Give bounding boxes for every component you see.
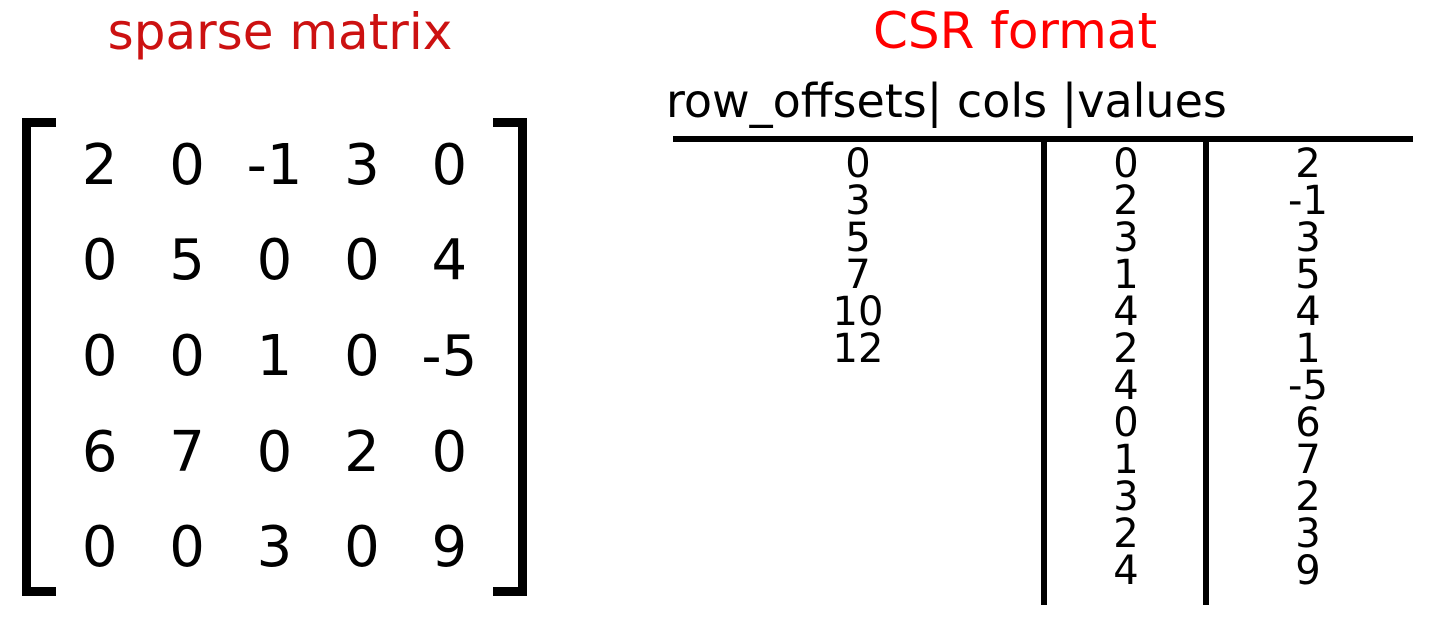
row-offsets-item: 3 <box>845 178 871 224</box>
header-cols-spacer <box>942 74 957 128</box>
header-values: values <box>1077 74 1227 128</box>
values-item: 2 <box>1295 141 1321 187</box>
values-item: 6 <box>1295 400 1321 446</box>
matrix-cell-r1c3: 0 <box>344 228 380 294</box>
cols-item: 2 <box>1113 178 1139 224</box>
values-item: 7 <box>1295 437 1321 483</box>
matrix-cell-r0c3: 3 <box>344 132 380 198</box>
values-item: 1 <box>1295 326 1321 372</box>
matrix-cell-r2c4: -5 <box>421 323 478 389</box>
values-item: 4 <box>1295 289 1321 335</box>
matrix-cell-r4c1: 0 <box>169 515 205 581</box>
cols-item: 1 <box>1113 252 1139 298</box>
cols-item: 4 <box>1113 363 1139 409</box>
matrix-cell-r3c0: 6 <box>81 419 118 485</box>
row-offsets-item: 12 <box>832 326 884 372</box>
matrix-cell-r0c4: 0 <box>431 132 468 198</box>
matrix-cell-r1c1: 5 <box>169 228 205 294</box>
row-offsets-item: 7 <box>845 252 871 298</box>
values-item: -1 <box>1288 178 1328 224</box>
header-cols: cols <box>956 74 1048 128</box>
matrix-cell-r4c0: 0 <box>81 515 118 581</box>
csr-divider-line-2 <box>1203 140 1209 605</box>
values-item: 2 <box>1295 474 1321 520</box>
cols-item: 2 <box>1113 326 1139 372</box>
csr-cols-column: 0 2 3 1 4 2 4 0 1 3 2 4 <box>1071 141 1181 594</box>
cols-item: 3 <box>1113 215 1139 261</box>
matrix-cell-r3c3: 2 <box>344 419 380 485</box>
csr-format-title: CSR format <box>872 2 1158 60</box>
matrix-container: 2 0 -1 3 0 0 5 0 0 4 0 0 1 0 -5 6 7 0 2 … <box>22 118 527 596</box>
header-separator-1: | <box>926 74 943 128</box>
csr-divider-line-1 <box>1041 140 1047 605</box>
cols-item: 4 <box>1113 548 1139 594</box>
matrix-cell-r1c0: 0 <box>81 228 118 294</box>
values-item: 3 <box>1295 215 1321 261</box>
matrix-cell-r4c4: 9 <box>431 515 468 581</box>
matrix-cell-r2c1: 0 <box>169 323 205 389</box>
cols-item: 1 <box>1113 437 1139 483</box>
cols-item: 0 <box>1113 400 1139 446</box>
row-offsets-item: 5 <box>845 215 871 261</box>
values-item: 9 <box>1295 548 1321 594</box>
values-item: 5 <box>1295 252 1321 298</box>
row-offsets-item: 10 <box>832 289 884 335</box>
sparse-matrix-panel: sparse matrix 2 0 -1 3 0 0 5 0 0 4 0 0 1… <box>0 0 620 618</box>
matrix-cell-r2c2: 1 <box>256 323 293 389</box>
matrix-cell-r3c1: 7 <box>169 419 205 485</box>
values-item: -5 <box>1288 363 1328 409</box>
header-row-offsets: row_offsets <box>666 74 927 128</box>
matrix-cell-r0c2: -1 <box>246 132 303 198</box>
matrix-cell-r0c0: 2 <box>81 132 118 198</box>
cols-item: 4 <box>1113 289 1139 335</box>
matrix-cell-r2c3: 0 <box>344 323 380 389</box>
matrix-cell-r1c4: 4 <box>431 228 468 294</box>
values-item: 3 <box>1295 511 1321 557</box>
matrix-left-bracket <box>22 118 56 596</box>
csr-format-panel: CSR format row_offsets| cols |values 0 3… <box>620 0 1437 618</box>
cols-item: 0 <box>1113 141 1139 187</box>
sparse-matrix-title: sparse matrix <box>107 3 453 61</box>
matrix-cell-r3c4: 0 <box>431 419 468 485</box>
matrix-cell-r2c0: 0 <box>81 323 118 389</box>
csr-column-headers: row_offsets| cols |values <box>666 74 1437 128</box>
row-offsets-item: 0 <box>845 141 871 187</box>
csr-values-column: 2 -1 3 5 4 1 -5 6 7 2 3 9 <box>1233 141 1383 594</box>
matrix-grid: 2 0 -1 3 0 0 5 0 0 4 0 0 1 0 -5 6 7 0 2 … <box>56 118 493 596</box>
matrix-cell-r4c3: 0 <box>344 515 380 581</box>
header-values-spacer <box>1047 74 1062 128</box>
matrix-right-bracket <box>493 118 527 596</box>
matrix-cell-r1c2: 0 <box>256 228 293 294</box>
header-separator-2: | <box>1061 74 1078 128</box>
csr-row-offsets-column: 0 3 5 7 10 12 <box>768 141 948 372</box>
matrix-cell-r3c2: 0 <box>256 419 293 485</box>
csr-header-underline <box>673 136 1413 142</box>
matrix-cell-r4c2: 3 <box>256 515 293 581</box>
matrix-cell-r0c1: 0 <box>169 132 205 198</box>
cols-item: 2 <box>1113 511 1139 557</box>
cols-item: 3 <box>1113 474 1139 520</box>
